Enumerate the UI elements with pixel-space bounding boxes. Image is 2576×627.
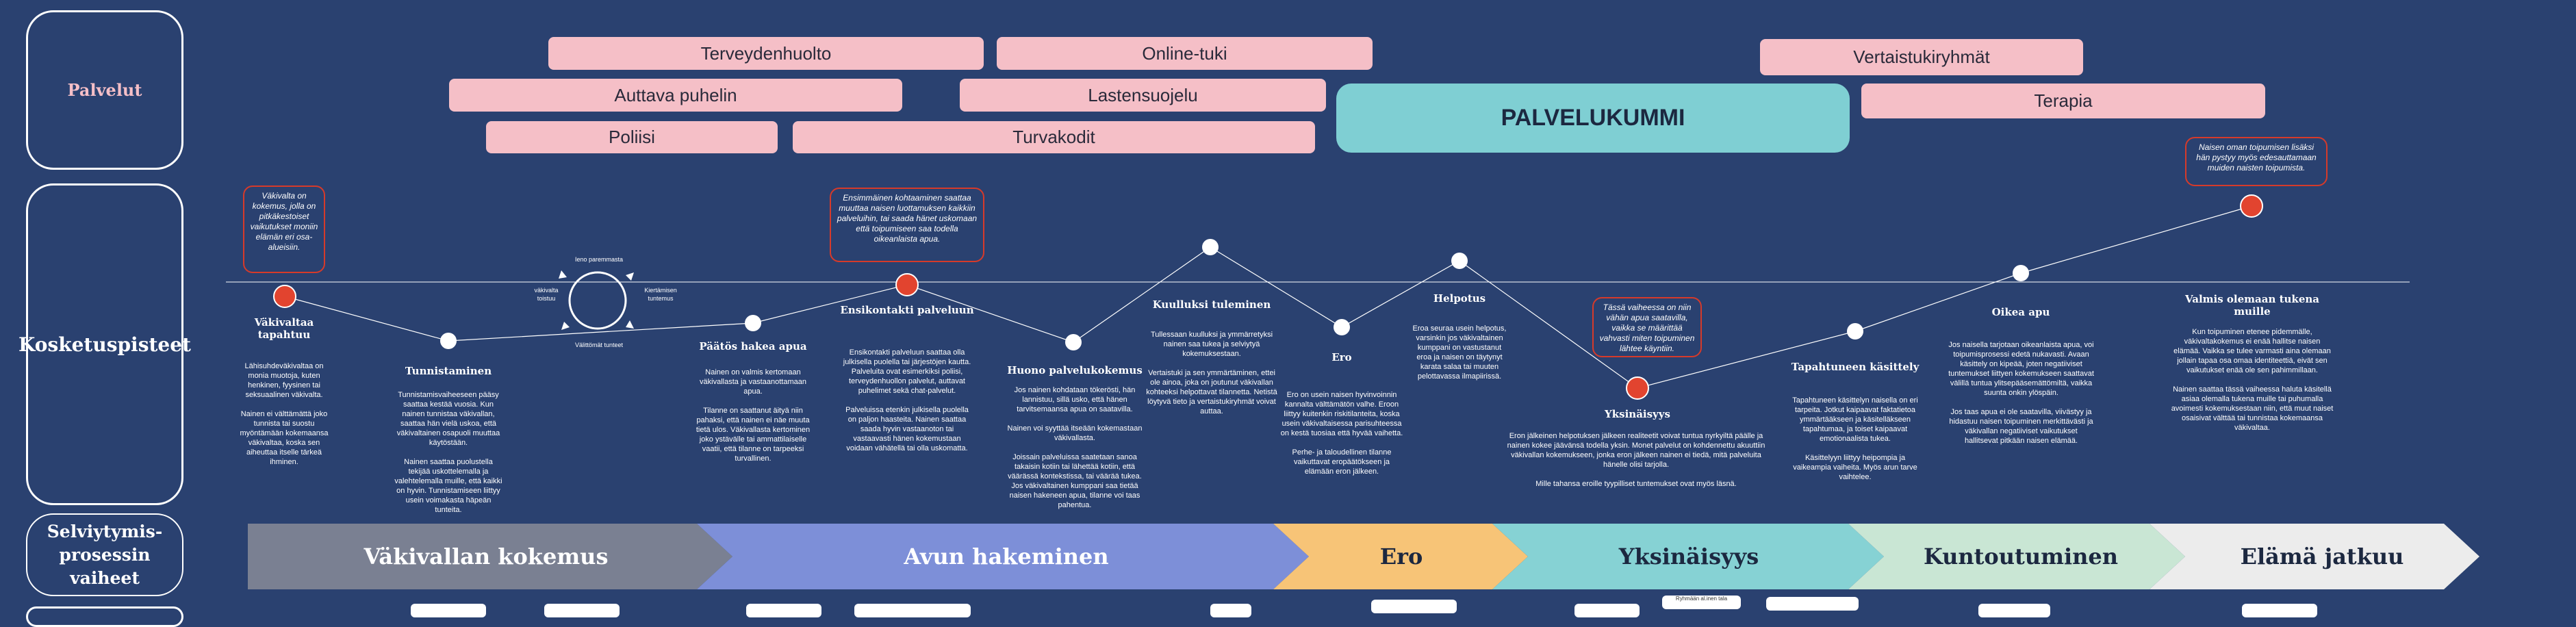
bottom-card xyxy=(1766,597,1859,611)
bottom-card xyxy=(1978,604,2050,617)
tp-title-huono-palvelukokemus: Huono palvelukokemus xyxy=(1007,364,1143,376)
tp-body-vakivaltaa-tapahtuu: Lähisuhdeväkivaltaa on monia muotoja, ku… xyxy=(240,362,329,466)
tp-title-tunnistaminen: Tunnistaminen xyxy=(405,365,492,377)
tp-body-ensikontakti: Ensikontakti palveluun saattaa olla julk… xyxy=(843,348,971,452)
stage-kuntoutuminen: Kuntoutuminen xyxy=(1924,543,2118,570)
tp-title-kasittely: Tapahtuneen käsittely xyxy=(1791,361,1920,373)
service-terapia: Terapia xyxy=(1861,84,2265,118)
service-lastensuojelu: Lastensuojelu xyxy=(960,79,1326,112)
stage-elama-jatkuu: Elämä jatkuu xyxy=(2240,543,2404,570)
section-stages: Selviytymis- prosessin vaiheet xyxy=(26,513,183,596)
point-valmis xyxy=(2240,194,2263,218)
cycle-arrow xyxy=(626,320,634,329)
point-paatos xyxy=(745,315,761,331)
journey-graph xyxy=(226,194,2410,400)
cycle-label-top: Ieno paremmasta xyxy=(574,256,624,263)
tp-body-oikea-apu: Jos naisella tarjotaan oikeanlaista apua… xyxy=(1948,341,2094,445)
cycle-circle xyxy=(568,271,627,330)
point-tunnistaminen xyxy=(440,333,457,349)
stage-avun-hakeminen: Avun hakeminen xyxy=(904,543,1109,570)
bottom-card xyxy=(2242,604,2317,617)
cycle-label-left: väkivalta toistuu xyxy=(534,287,559,302)
quote-1: Väkivalta on kokemus, jolla on pitkäkest… xyxy=(243,185,325,273)
tp-title-paatos: Päätös hakea apua xyxy=(699,340,807,353)
tp-body-yksinaisyys: Eron jälkeinen helpotuksen jälkeen reali… xyxy=(1507,432,1765,488)
quote-4: Naisen oman toipumisen lisäksi hän pysty… xyxy=(2185,137,2328,186)
stage-ero: Ero xyxy=(1379,543,1423,570)
tp-title-yksinaisyys: Yksinäisyys xyxy=(1605,408,1670,420)
tp-title-helpotus: Helpotus xyxy=(1433,292,1486,305)
cycle-label-bottom: Välittömät tunteet xyxy=(574,342,624,348)
tp-body-tunnistaminen: Tunnistamisvaiheeseen pääsy saattaa kest… xyxy=(394,391,502,514)
cycle-arrow xyxy=(559,270,567,279)
bottom-card xyxy=(544,604,620,617)
point-yksinaisyys xyxy=(1626,376,1649,400)
bottom-card xyxy=(1574,604,1640,617)
quote-2: Ensimmäinen kohtaaminen saattaa muuttaa … xyxy=(830,188,984,262)
service-vertaistukiryhmat: Vertaistukiryhmät xyxy=(1760,39,2083,75)
bottom-card: Ryhmään al.inen tala xyxy=(1662,596,1741,609)
tp-body-ero: Ero on usein naisen hyvinvoinnin kannalt… xyxy=(1280,391,1403,476)
stage-vakivallan-kokemus: Väkivallan kokemus xyxy=(364,543,609,570)
tp-title-ensikontakti: Ensikontakti palveluun xyxy=(840,304,974,316)
journey-line xyxy=(284,205,2252,389)
service-online-tuki: Online-tuki xyxy=(997,37,1373,70)
service-auttava-puhelin: Auttava puhelin xyxy=(449,79,902,112)
point-helpotus xyxy=(1451,253,1468,269)
point-kuulluksi xyxy=(1202,239,1219,255)
stage-yksinaisyys: Yksinäisyys xyxy=(1618,543,1759,570)
quote-3: Tässä vaiheessa on niin vähän apua saata… xyxy=(1592,297,1702,357)
section-touchpoints: Kosketuspisteet xyxy=(18,183,191,505)
bottom-card xyxy=(854,604,971,617)
point-kasittely xyxy=(1847,323,1863,340)
service-poliisi: Poliisi xyxy=(486,121,778,153)
point-ensikontakti xyxy=(895,273,919,296)
tp-title-kuulluksi: Kuulluksi tuleminen xyxy=(1152,298,1271,311)
cycle-arrow xyxy=(561,322,570,330)
point-oikea-apu xyxy=(2013,265,2029,281)
tp-title-ero: Ero xyxy=(1331,351,1352,363)
cycle-arrow xyxy=(626,272,634,281)
bottom-card xyxy=(746,604,821,617)
tp-title-oikea-apu: Oikea apu xyxy=(1991,306,2050,318)
point-ero xyxy=(1334,319,1350,335)
tp-body-valmis: Kun toipuminen etenee pidemmälle, väkiva… xyxy=(2171,328,2334,432)
tp-title-vakivaltaa-tapahtuu: Väkivaltaa tapahtuu xyxy=(254,316,314,341)
point-huono-palvelukokemus xyxy=(1065,334,1082,350)
point-vakivaltaa-tapahtuu xyxy=(273,285,296,308)
bottom-card xyxy=(1371,600,1457,613)
tp-body-huono-palvelukokemus: Jos nainen kohdataan tökerösti, hän lann… xyxy=(1007,386,1143,509)
service-terveydenhuolto: Terveydenhuolto xyxy=(548,37,984,70)
tp-body-kuulluksi: Tullessaan kuulluksi ja ymmärretyksi nai… xyxy=(1146,331,1277,415)
section-services: Palvelut xyxy=(26,10,183,170)
tp-title-valmis: Valmis olemaan tukena muille xyxy=(2185,293,2319,318)
bottom-card xyxy=(411,604,486,617)
tp-body-helpotus: Eroa seuraa usein helpotus, varsinkin jo… xyxy=(1412,324,1507,381)
cycle-label-right: Kiertämisen tuntemus xyxy=(644,287,677,302)
service-turvakodit: Turvakodit xyxy=(793,121,1315,153)
bottom-card xyxy=(1210,604,1251,617)
tp-body-paatos: Nainen on valmis kertomaan väkivallasta … xyxy=(696,368,811,463)
service-palvelukummi: PALVELUKUMMI xyxy=(1336,84,1850,153)
tp-body-kasittely: Tapahtuneen käsittelyn naisella on eri t… xyxy=(1792,396,1918,481)
